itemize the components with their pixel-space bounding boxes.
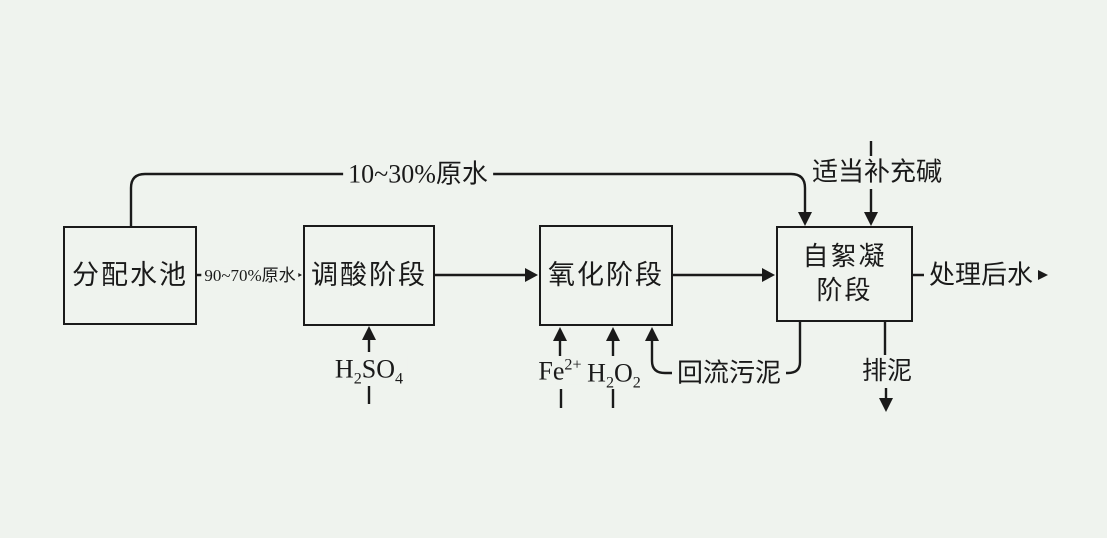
alkali-arrowhead	[864, 212, 878, 226]
return-sludge-label: 回流污泥	[671, 359, 787, 387]
main-raw-water-label: 90~70%原水	[201, 267, 299, 285]
return-sludge-arrowhead	[645, 327, 659, 341]
alkali-supplement-label: 适当补充碱	[806, 158, 948, 186]
box-oxidation-stage-label: 氧化阶段	[548, 259, 664, 290]
fe-arrowhead	[553, 327, 567, 341]
h2o2-sub2: 2	[632, 374, 641, 392]
fe-symbol: Fe	[538, 356, 565, 386]
h2o2-label: H2O2	[582, 358, 646, 391]
sludge-arrowhead	[879, 398, 893, 412]
box-self-flocculation-stage-label-line1: 自絮凝	[802, 242, 887, 272]
fe-label: Fe2+	[533, 356, 587, 386]
box-distribution-pool-label: 分配水池	[72, 259, 188, 290]
h2so4-arrowhead	[362, 326, 376, 340]
bypass-raw-water-label: 10~30%原水	[343, 160, 493, 188]
h2so4-symbol: H	[334, 354, 354, 384]
box-distribution-pool: 分配水池	[63, 226, 197, 325]
box-self-flocculation-stage: 自絮凝 阶段	[776, 226, 913, 322]
box-oxidation-stage: 氧化阶段	[539, 225, 673, 326]
fe-superscript: 2+	[564, 356, 582, 374]
h2so4-sub2: 4	[395, 370, 404, 388]
h2o2-symbol2: O	[614, 358, 633, 388]
oxidation-arrowhead	[762, 268, 775, 282]
treated-water-label: 处理后水	[923, 261, 1039, 289]
h2so4-symbol2: SO	[361, 354, 396, 384]
h2so4-sub1: 2	[353, 370, 362, 388]
box-acid-adjust-stage: 调酸阶段	[303, 225, 435, 326]
h2so4-label: H2SO4	[329, 354, 409, 387]
h2o2-sub1: 2	[605, 374, 614, 392]
acid-arrowhead	[525, 268, 538, 282]
h2o2-arrowhead	[606, 327, 620, 341]
bypass-arrowhead	[798, 212, 812, 226]
h2o2-symbol: H	[587, 358, 606, 388]
sludge-discharge-label: 排泥	[856, 358, 918, 386]
box-acid-adjust-stage-label: 调酸阶段	[311, 259, 427, 290]
box-self-flocculation-stage-label-line2: 阶段	[816, 276, 873, 305]
